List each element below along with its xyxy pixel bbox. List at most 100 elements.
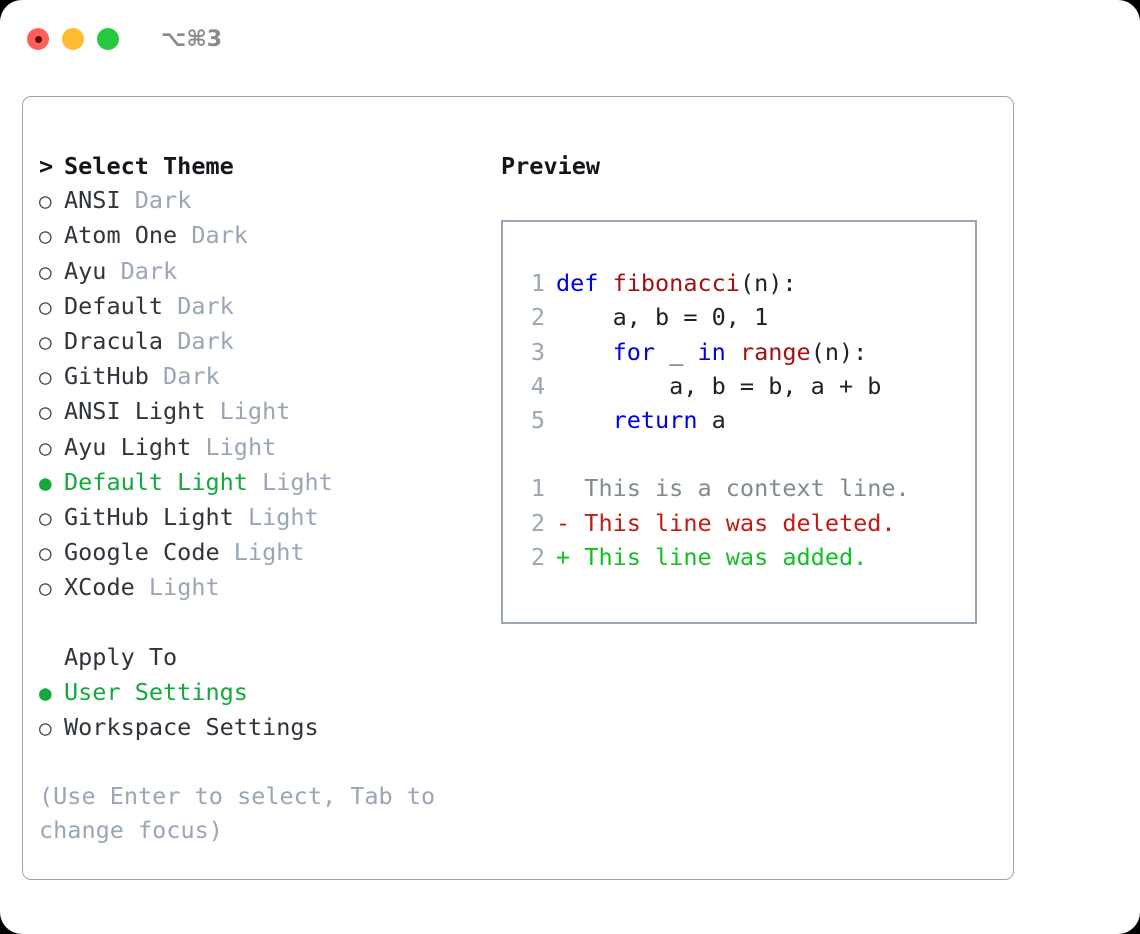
radio-selected-icon: ● [39,680,52,705]
theme-variant-tag: Dark [120,256,178,285]
spacer [234,500,248,534]
title-bar: ⌥⌘3 [0,0,1140,78]
theme-picker-dialog: > Select Theme ○ANSI Dark○Atom One Dark○… [22,96,1014,880]
theme-list-item[interactable]: ○Google Code Light [39,535,487,570]
code-line: 1 def fibonacci(n): [519,266,975,300]
theme-name: ANSI Light [64,397,206,426]
code-token: fibonacci [612,269,740,298]
code-line: 3 for _ in range(n): [519,335,975,369]
radio-unselected-icon: ○ [39,294,52,319]
line-number: 2 [530,508,545,537]
spacer [248,465,262,499]
spacer [177,218,191,252]
apply-to-header: ○ Apply To [39,640,487,675]
theme-list-item[interactable]: ○GitHub Light Light [39,500,487,535]
theme-name: XCode [64,573,135,602]
code-token: a, b = b, a + b [556,371,882,400]
minimize-button-icon[interactable] [62,28,84,50]
apply-to-marker-spacer: ○ [39,641,64,675]
theme-name: Google Code [64,538,220,567]
line-number: 1 [530,269,545,298]
theme-name: Dracula [64,327,164,356]
theme-variant-tag: Dark [177,327,234,356]
code-spacer [519,437,975,471]
radio-unselected-icon: ○ [39,259,52,284]
theme-list-item[interactable]: ○ Ayu Light Light [39,430,487,465]
spacer [135,570,149,604]
spacer [39,745,487,779]
diff-line: 2 + This line was added. [519,540,975,574]
line-number: 2 [530,542,545,571]
theme-variant-tag: Dark [134,186,192,215]
theme-name: Atom One [64,221,178,250]
theme-name: ANSI [64,186,121,215]
keyboard-shortcut-label: ⌥⌘3 [161,26,223,52]
apply-to-option-label: User Settings [64,677,248,706]
radio-unselected-icon: ○ [39,506,52,531]
spacer [220,535,234,569]
prompt-caret-icon: > [39,152,54,180]
theme-variant-tag: Dark [163,362,220,391]
theme-list-item[interactable]: ○ ANSI Dark [39,183,487,218]
radio-unselected-icon: ○ [39,365,52,390]
theme-list-item[interactable]: ●Default Light Light [39,465,487,500]
theme-list-item[interactable]: ○GitHub Dark [39,359,487,394]
select-theme-header: > Select Theme [39,149,487,183]
theme-list-item[interactable]: ○ Dracula Dark [39,324,487,359]
apply-to-list: ● User Settings ○ Workspace Settings [39,675,487,745]
theme-list-item[interactable]: ○ANSI Light Light [39,394,487,429]
line-number: 1 [530,474,545,503]
radio-unselected-icon: ○ [39,224,52,249]
radio-unselected-icon: ○ [39,189,52,214]
code-token: + This line was added. [556,542,868,571]
select-theme-title: Select Theme [64,152,234,180]
theme-list: ○ANSI Dark○Atom One Dark○Ayu Dark○Defaul… [39,183,487,605]
line-content: a, b = 0, 1 [556,300,769,334]
spacer [149,359,163,393]
theme-list-item[interactable]: ○ Atom One Dark [39,218,487,253]
apply-to-label: Apply To [64,642,178,671]
preview-title: Preview [501,152,601,180]
line-content: + This line was added. [556,540,867,574]
code-token: for [612,337,670,366]
line-content: return a [556,403,726,437]
apply-to-option[interactable]: ○ Workspace Settings [39,710,487,745]
code-token: _ [669,337,698,366]
code-token: return [612,406,712,435]
code-token: - This line was deleted. [556,508,896,537]
maximize-button-icon[interactable] [97,28,119,50]
apply-to-option-label: Workspace Settings [64,713,319,742]
code-token: in [697,337,740,366]
line-content: def fibonacci(n): [556,266,797,300]
spacer [205,394,219,428]
code-token [556,338,613,366]
line-content: a, b = b, a + b [556,369,881,403]
theme-variant-tag: Dark [177,291,234,320]
theme-variant-tag: Dark [191,221,248,250]
radio-unselected-icon: ○ [39,716,52,741]
theme-name: Ayu Light [64,432,192,461]
line-number: 2 [530,303,545,332]
spacer [191,430,205,464]
theme-list-item[interactable]: ○Default Dark [39,289,487,324]
code-token: (n): [739,269,797,298]
spacer [121,183,135,217]
code-token: range [739,337,811,366]
keyboard-hint-text: (Use Enter to select, Tab to change focu… [39,782,450,845]
close-button-icon[interactable] [27,28,49,50]
theme-variant-tag: Light [247,503,319,532]
theme-list-item[interactable]: ○XCode Light [39,570,487,605]
radio-unselected-icon: ○ [39,435,52,460]
line-number: 5 [530,406,545,435]
code-line: 4 a, b = b, a + b [519,369,975,403]
apply-to-option[interactable]: ● User Settings [39,675,487,710]
spacer [39,606,487,640]
radio-unselected-icon: ○ [39,330,52,355]
radio-unselected-icon: ○ [39,576,52,601]
line-number: 4 [530,371,545,400]
theme-variant-tag: Light [205,432,277,461]
theme-list-item[interactable]: ○Ayu Dark [39,254,487,289]
